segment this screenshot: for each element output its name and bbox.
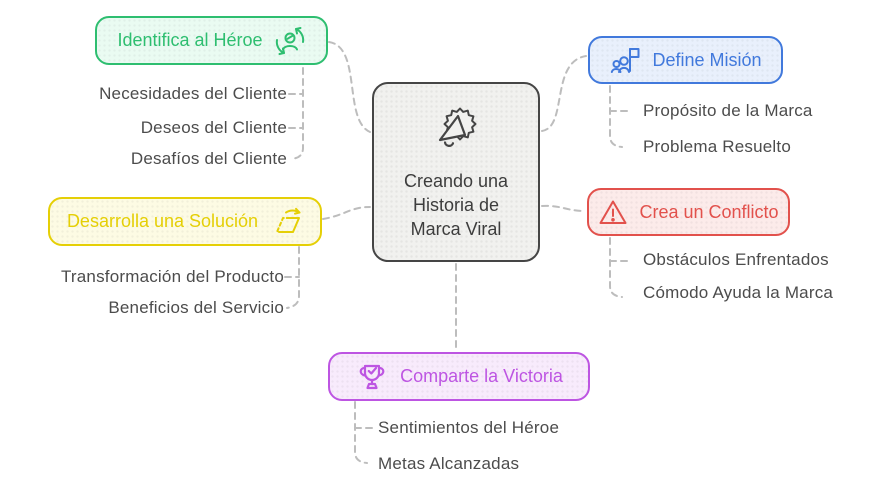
center-title-line: Marca Viral: [410, 219, 502, 239]
node-label: Desarrolla una Solución: [66, 211, 259, 231]
team-flag-icon: [609, 44, 641, 76]
subitem-problema[interactable]: Problema Resuelto: [643, 137, 791, 156]
node-identifica-heroe[interactable]: Identifica al Héroe: [95, 16, 328, 65]
megaphone-burst-icon: [427, 103, 485, 161]
subitem-obstaculos[interactable]: Obstáculos Enfrentados: [643, 250, 829, 269]
subitem-como-ayuda[interactable]: Cómodo Ayuda la Marca: [643, 283, 834, 302]
node-define-mision[interactable]: Define Misión: [588, 36, 783, 84]
subitem-proposito[interactable]: Propósito de la Marca: [643, 101, 813, 120]
link-victoria-items: [354, 401, 368, 464]
link-center-identifica: [328, 41, 371, 133]
user-cycle-icon: [274, 25, 306, 57]
subitem-deseos[interactable]: Deseos del Cliente: [140, 118, 287, 137]
node-label: Define Misión: [652, 49, 762, 70]
node-label: Identifica al Héroe: [117, 30, 263, 50]
node-comparte-victoria[interactable]: Comparte la Victoria: [328, 352, 590, 401]
subitem-metas[interactable]: Metas Alcanzadas: [378, 454, 520, 473]
trophy-check-icon: [355, 361, 389, 393]
link-conflicto-items: [609, 237, 623, 298]
node-desarrolla-solucion[interactable]: Desarrolla una Solución: [48, 197, 322, 246]
warning-triangle-icon: [598, 197, 628, 227]
node-label: Crea un Conflicto: [639, 201, 779, 222]
link-center-desarrolla: [322, 206, 371, 220]
link-center-conflicto: [541, 204, 586, 212]
node-label: Comparte la Victoria: [400, 366, 563, 386]
link-center-define: [541, 55, 587, 132]
subitem-desafios[interactable]: Desafíos del Cliente: [130, 149, 287, 168]
subitem-beneficios[interactable]: Beneficios del Servicio: [108, 298, 284, 317]
link-identifica-items: [290, 67, 304, 160]
link-desarrolla-items: [286, 246, 300, 309]
subitem-necesidades[interactable]: Necesidades del Cliente: [99, 84, 287, 103]
node-crea-conflicto[interactable]: Crea un Conflicto: [587, 188, 790, 236]
center-title-line: Historia de: [412, 195, 500, 215]
subitem-sentimientos[interactable]: Sentimientos del Héroe: [378, 418, 560, 437]
subitem-transformacion[interactable]: Transformación del Producto: [60, 267, 284, 286]
center-title-line: Creando una: [403, 171, 509, 191]
link-define-items: [609, 85, 623, 148]
center-node[interactable]: Creando una Historia de Marca Viral: [372, 82, 540, 262]
transform-arrow-icon: [269, 206, 303, 238]
